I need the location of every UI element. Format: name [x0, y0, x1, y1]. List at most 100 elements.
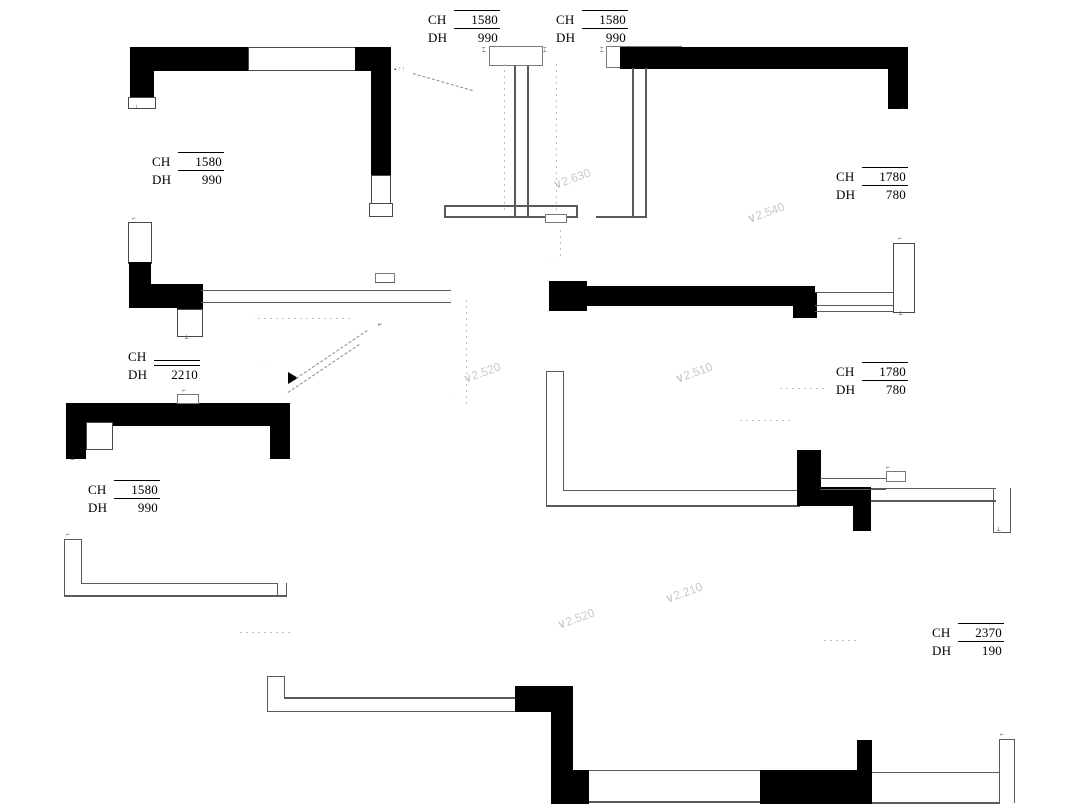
wall-segment [797, 487, 867, 506]
ch-key: CH [836, 169, 855, 184]
wall-line [267, 676, 268, 712]
section-tick: ⌶ [600, 48, 604, 54]
leader-line [295, 329, 368, 379]
wall-segment [177, 284, 203, 312]
ch-value: 1580 [454, 10, 500, 28]
grid-dot-line [258, 318, 354, 319]
wall-line [815, 311, 915, 312]
wall-segment [551, 770, 589, 804]
elevation-tag: ∨2.520 [461, 360, 502, 386]
section-tick: ⊥ [134, 105, 140, 111]
wall-opening [886, 471, 906, 482]
wall-line [527, 66, 529, 218]
wall-line [64, 595, 286, 597]
ch-key: CH [128, 349, 147, 364]
wall-opening [177, 309, 203, 337]
wall-opening [128, 222, 152, 264]
wall-opening [545, 214, 567, 223]
section-tick: ⌐ [378, 322, 382, 328]
leader-line [412, 73, 473, 92]
grid-dot-line [824, 640, 860, 641]
elevation-value: 2.520 [563, 605, 597, 629]
wall-segment [571, 286, 815, 306]
wall-line [576, 205, 578, 218]
wall-line [871, 500, 996, 502]
section-tick: ▪ [394, 67, 397, 73]
wall-line [546, 371, 547, 505]
wall-line [201, 302, 451, 303]
wall-opening [489, 46, 543, 66]
annotation-text: · · · · [250, 312, 266, 319]
section-tick: ⊥ [898, 311, 904, 317]
wall-line [596, 216, 646, 218]
wall-opening [86, 422, 113, 450]
ch-key: CH [932, 625, 951, 640]
ch-key: CH [428, 12, 447, 27]
wall-segment [857, 740, 872, 804]
wall-line [820, 478, 886, 479]
wall-line [815, 292, 897, 293]
wall-line [632, 68, 634, 218]
annotation-text: · · [548, 255, 555, 262]
section-tick: ⊥ [70, 456, 76, 462]
section-tick: ⊥ [900, 105, 906, 111]
wall-line [999, 739, 1000, 803]
wall-line [444, 216, 578, 218]
section-tick: ⌐ [886, 465, 890, 471]
dh-key: DH [836, 382, 856, 397]
dh-value: 190 [958, 641, 1004, 659]
elevation-tag: ∨2.210 [663, 580, 704, 606]
wall-line [444, 205, 578, 207]
dh-value: 780 [862, 185, 908, 203]
wall-line [815, 305, 915, 306]
ch-value: 1780 [862, 362, 908, 380]
grid-dot-line [504, 64, 505, 214]
grid-dot-line [466, 300, 467, 404]
wall-line [645, 68, 647, 218]
wall-line [589, 770, 761, 771]
leader-line [287, 343, 360, 393]
dh-key: DH [128, 367, 148, 382]
wall-segment [620, 47, 908, 69]
grid-dot-line [740, 420, 794, 421]
elevation-value: 2.540 [753, 199, 787, 223]
ch-key: CH [836, 364, 855, 379]
wall-line [284, 676, 285, 698]
wall-line [546, 371, 564, 372]
elevation-value: 2.520 [469, 359, 503, 383]
wall-segment [515, 686, 557, 712]
wall-segment [551, 686, 573, 786]
wall-line [1010, 488, 1011, 533]
ch-key: CH [556, 12, 575, 27]
wall-segment [760, 770, 872, 804]
section-tick: ⊥ [184, 335, 190, 341]
dh-key: DH [556, 30, 576, 45]
wall-line [993, 532, 1011, 533]
ch-value [154, 360, 200, 361]
annotation-text: · [448, 395, 451, 402]
wall-line [64, 539, 65, 595]
dh-value: 990 [582, 28, 628, 46]
dh-key: DH [836, 187, 856, 202]
wall-line [64, 539, 82, 540]
elevation-tag: ∨2.540 [745, 200, 786, 226]
ch-value: 2370 [958, 623, 1004, 641]
dh-key: DH [932, 643, 952, 658]
grid-dot-line [560, 230, 561, 258]
ch-dh-label: CH 2370 DH 190 [932, 623, 1004, 659]
wall-opening [248, 47, 358, 71]
wall-line [993, 488, 994, 533]
dh-value: 2210 [154, 365, 200, 383]
wall-line [546, 505, 800, 507]
wall-opening [128, 97, 156, 109]
wall-opening [893, 243, 915, 313]
wall-segment [66, 403, 290, 426]
section-tick: ⊥ [996, 527, 1002, 533]
elevation-tag: ∨2.520 [555, 606, 596, 632]
elevation-value: 2.510 [681, 359, 715, 383]
wall-line [872, 802, 1000, 804]
